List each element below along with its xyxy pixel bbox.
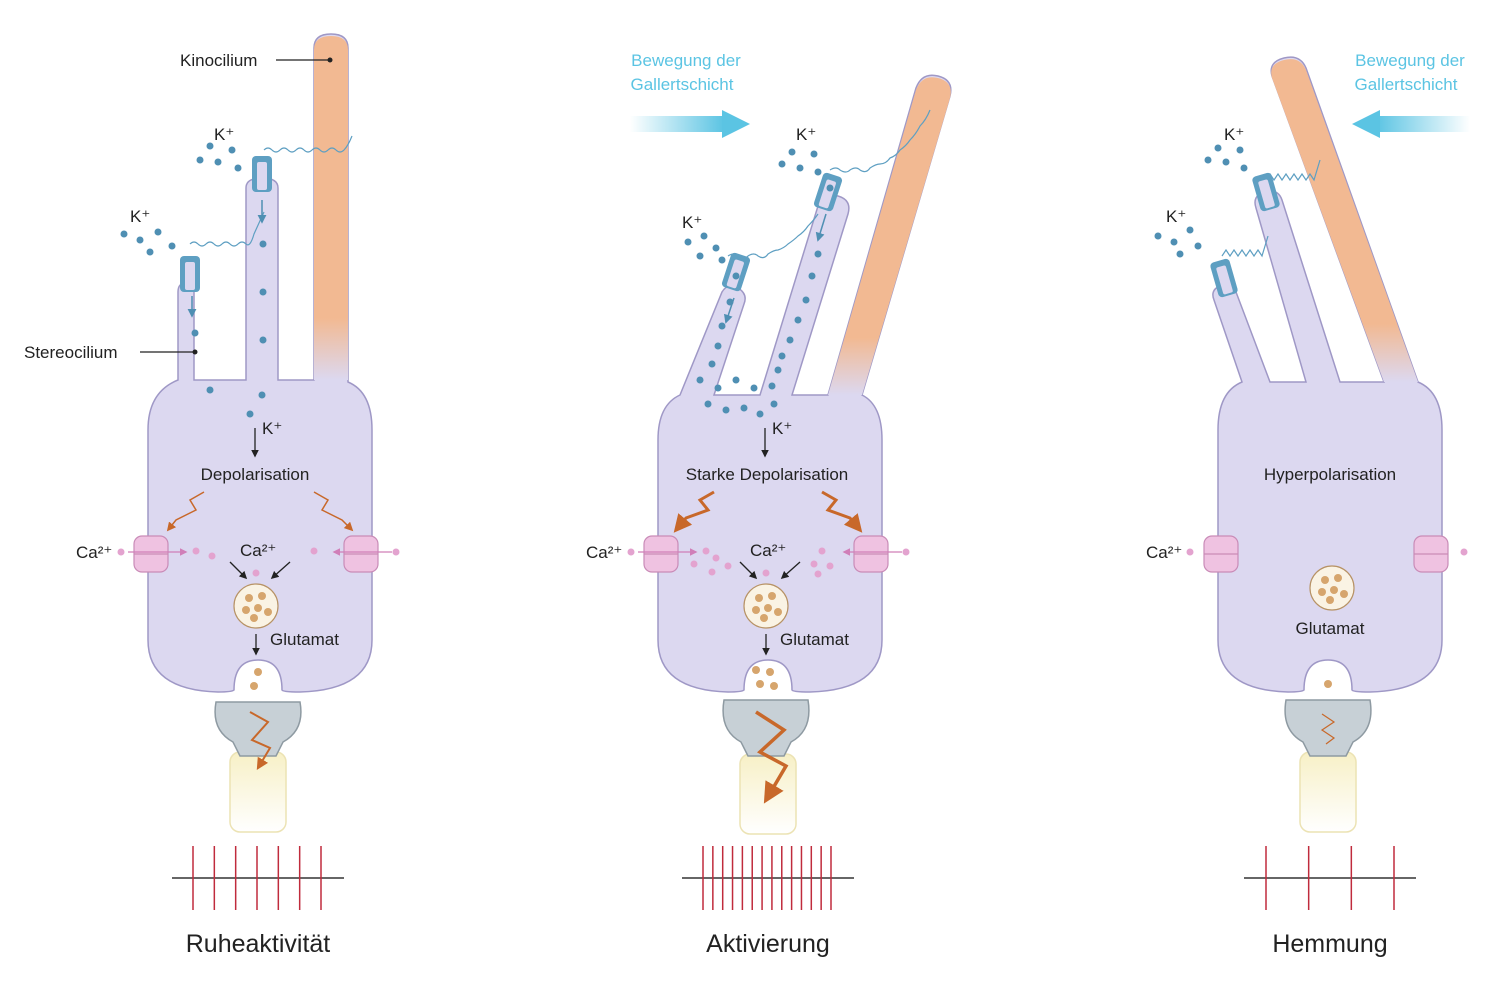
panel-caption: Aktivierung [706, 930, 830, 958]
panel-rest: K⁺ K⁺ K⁺ Depolarisation Ca²⁺ Ca²⁺ [24, 33, 400, 958]
calcium-channel [643, 535, 679, 573]
glutamate-label: Glutamat [270, 630, 339, 649]
panel-caption: Hemmung [1272, 930, 1387, 958]
glutamate-vesicle [1309, 565, 1355, 611]
state-label: Hyperpolarisation [1264, 465, 1396, 484]
potassium-ions [120, 142, 267, 418]
state-label: Depolarisation [201, 465, 310, 484]
state-label: Starke Depolarisation [686, 465, 849, 484]
glutamate-vesicle [233, 583, 279, 629]
movement-arrow-shaft [1376, 116, 1470, 132]
mechano-channel [721, 252, 751, 292]
tip-link [1265, 159, 1321, 182]
calcium-label: Ca²⁺ [240, 541, 276, 560]
calcium-label: Ca²⁺ [1146, 543, 1182, 562]
calcium-channel [133, 535, 169, 573]
potassium-label: K⁺ [682, 213, 702, 232]
potassium-ions [684, 148, 834, 418]
tip-link [829, 109, 931, 173]
postsynaptic-terminal [1284, 699, 1372, 757]
panel-activation: K⁺ K⁺ K⁺ Starke Depolarisation Ca²⁺ Ca²⁺ [586, 51, 952, 958]
potassium-label: K⁺ [1166, 207, 1186, 226]
panel-caption: Ruheaktivität [186, 930, 331, 958]
potassium-label: K⁺ [214, 125, 234, 144]
movement-arrow-head [722, 110, 750, 138]
kinocilium [828, 77, 951, 395]
panel-inhibition: K⁺ K⁺ Hyperpolarisation Ca²⁺ Glutamat Be… [1146, 51, 1470, 958]
postsynaptic-terminal [722, 699, 810, 757]
movement-label: Gallertschicht [1355, 75, 1458, 94]
movement-arrow-shaft [630, 116, 724, 132]
movement-label: Gallertschicht [631, 75, 734, 94]
calcium-label: Ca²⁺ [76, 543, 112, 562]
signal-zigzag [755, 710, 789, 804]
potassium-label: K⁺ [1224, 125, 1244, 144]
potassium-ions [1154, 144, 1248, 258]
calcium-label: Ca²⁺ [586, 543, 622, 562]
spike-train [1244, 846, 1416, 910]
calcium-channel [853, 535, 889, 573]
nerve-fiber [1299, 751, 1357, 833]
mechano-channel [1252, 172, 1280, 212]
calcium-channel [343, 535, 379, 573]
signal-zigzag [1320, 713, 1336, 745]
signal-zigzag [249, 711, 272, 771]
glutamate-vesicle [743, 583, 789, 629]
potassium-label: K⁺ [130, 207, 150, 226]
potassium-label: K⁺ [772, 419, 792, 438]
stereocilium-label: Stereocilium [24, 343, 118, 362]
movement-arrow-head [1352, 110, 1380, 138]
kinocilium-label: Kinocilium [180, 51, 257, 70]
hair-cell-body [1212, 56, 1443, 693]
spike-train [682, 846, 854, 910]
calcium-ions [627, 547, 910, 578]
movement-label: Bewegung der [1355, 51, 1465, 70]
glutamate-label: Glutamat [780, 630, 849, 649]
calcium-ions [1186, 548, 1468, 556]
kinocilium [1271, 59, 1418, 382]
mechano-channel [252, 156, 272, 192]
potassium-label: K⁺ [796, 125, 816, 144]
glutamate-label: Glutamat [1296, 619, 1365, 638]
tip-link [189, 211, 265, 247]
nerve-fiber [229, 751, 287, 833]
mechano-channel [180, 256, 200, 292]
potassium-label: K⁺ [262, 419, 282, 438]
mechano-channel [1210, 258, 1238, 298]
calcium-channel [1413, 535, 1449, 573]
postsynaptic-terminal [214, 701, 302, 757]
movement-label: Bewegung der [631, 51, 741, 70]
calcium-ions [117, 547, 400, 577]
spike-train [172, 846, 344, 910]
calcium-channel [1203, 535, 1239, 573]
tip-link [1221, 235, 1269, 258]
calcium-label: Ca²⁺ [750, 541, 786, 560]
kinocilium [314, 36, 348, 380]
tip-link [263, 135, 353, 153]
